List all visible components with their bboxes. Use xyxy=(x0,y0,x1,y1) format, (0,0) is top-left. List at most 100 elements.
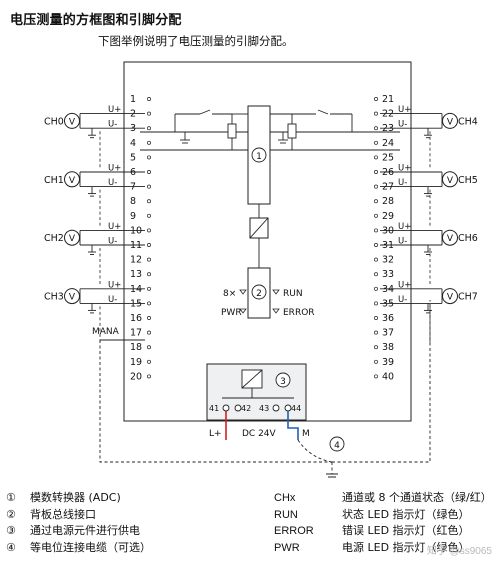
terminal-dot xyxy=(147,257,151,262)
terminal-dot xyxy=(374,97,378,101)
pin-number-right: 34 xyxy=(382,284,394,295)
terminal-dot xyxy=(147,286,151,291)
m-label: M xyxy=(302,429,310,439)
pin-number-right: 22 xyxy=(382,109,394,120)
channel-label: CH6 xyxy=(458,233,478,244)
terminal-dot xyxy=(374,213,378,218)
terminal-dot xyxy=(374,111,378,116)
voltmeter-icon xyxy=(442,171,458,188)
led-error-label: ERROR xyxy=(283,308,315,318)
voltmeter-icon xyxy=(64,112,80,129)
terminal-dot xyxy=(147,140,151,145)
pin-number-right: 32 xyxy=(382,255,394,266)
voltmeter-symbol: V xyxy=(447,117,454,127)
terminal-dot xyxy=(374,359,378,364)
u-minus-label: U- xyxy=(398,120,407,130)
pin-number-right: 23 xyxy=(382,123,394,134)
terminal-dot xyxy=(374,243,378,247)
legend-code: PWR xyxy=(274,541,300,554)
legend-number: ③ xyxy=(6,524,16,537)
supply-pin-44: 44 xyxy=(291,404,301,413)
terminal-dot xyxy=(147,316,151,320)
voltmeter-symbol: V xyxy=(69,293,76,303)
pin-number-left: 3 xyxy=(130,123,136,134)
u-minus-label: U- xyxy=(108,178,117,188)
terminal-dot xyxy=(374,374,378,379)
pin-number-left: 10 xyxy=(130,225,142,236)
terminal-dot xyxy=(374,155,378,160)
callout-3: 3 xyxy=(280,377,286,387)
pin-number-right: 36 xyxy=(382,313,394,324)
terminal-dot xyxy=(374,140,378,145)
voltmeter-icon xyxy=(442,229,458,246)
legend-text: 背板总线接口 xyxy=(30,507,96,521)
channel-label: CH4 xyxy=(458,116,478,127)
callout-1-circle xyxy=(251,147,267,163)
channel-4: V CH4 U+ U- xyxy=(380,105,478,169)
legend-number: ② xyxy=(6,507,16,521)
u-plus-label: U+ xyxy=(398,222,411,232)
page-title: 电压测量的方框图和引脚分配 xyxy=(10,13,182,28)
terminal-dot xyxy=(374,301,378,306)
pin-number-left: 4 xyxy=(130,138,136,149)
pin-number-right: 33 xyxy=(382,269,394,280)
voltmeter-icon xyxy=(442,288,458,305)
pin-number-right: 39 xyxy=(382,357,394,368)
legend-number: ① xyxy=(6,491,16,504)
led-pwr-label: PWR xyxy=(221,308,242,318)
pin-number-left: 7 xyxy=(130,182,136,193)
terminal-dot xyxy=(147,243,151,247)
terminal-dot xyxy=(374,330,378,335)
m-ana-label: MANA xyxy=(92,327,120,337)
u-minus-label: U- xyxy=(108,295,117,305)
u-plus-label: U+ xyxy=(108,164,121,174)
voltmeter-symbol: V xyxy=(69,117,76,127)
pin-number-left: 18 xyxy=(130,342,142,353)
terminal-dot xyxy=(374,184,378,189)
terminal-dot xyxy=(374,257,378,262)
u-plus-label: U+ xyxy=(108,105,121,115)
supply-pin-43: 43 xyxy=(259,404,269,413)
channel-label: CH2 xyxy=(44,233,64,244)
legend-description: 通道或 8 个通道状态（绿/红） xyxy=(342,491,492,504)
pin-number-right: 30 xyxy=(382,225,394,236)
legend-description: 电源 LED 指示灯（绿色） xyxy=(342,540,470,554)
pin-number-left: 16 xyxy=(130,313,142,324)
pin-number-left: 9 xyxy=(130,211,136,222)
pin-number-right: 29 xyxy=(382,211,394,222)
terminal-dot xyxy=(374,228,378,233)
channel-label: CH5 xyxy=(458,175,478,186)
u-plus-label: U+ xyxy=(398,105,411,115)
terminal-dot xyxy=(374,316,378,320)
legend-code: ERROR xyxy=(274,525,314,537)
legend-text: 模数转换器 (ADC) xyxy=(30,491,121,504)
pin-number-left: 17 xyxy=(130,328,142,339)
pin-number-right: 25 xyxy=(382,152,394,163)
l-plus-label: L+ xyxy=(209,429,222,439)
voltmeter-icon xyxy=(442,112,458,129)
terminal-dot xyxy=(374,345,378,350)
terminal-dot xyxy=(147,301,151,306)
legend-description: 状态 LED 指示灯（绿色） xyxy=(342,507,470,521)
led-icons xyxy=(239,289,280,314)
pin-number-left: 1 xyxy=(130,94,136,105)
pin-number-right: 28 xyxy=(382,196,394,207)
pin-number-left: 11 xyxy=(130,240,142,251)
legend-code: CHx xyxy=(274,492,296,504)
terminal-dot xyxy=(147,126,151,131)
supply-pin-42: 42 xyxy=(241,404,251,413)
right-input-network xyxy=(270,109,353,150)
channel-label: CH3 xyxy=(44,292,64,303)
voltmeter-symbol: V xyxy=(447,293,454,303)
voltmeter-symbol: V xyxy=(447,234,454,244)
equipotential-cable xyxy=(99,300,431,474)
